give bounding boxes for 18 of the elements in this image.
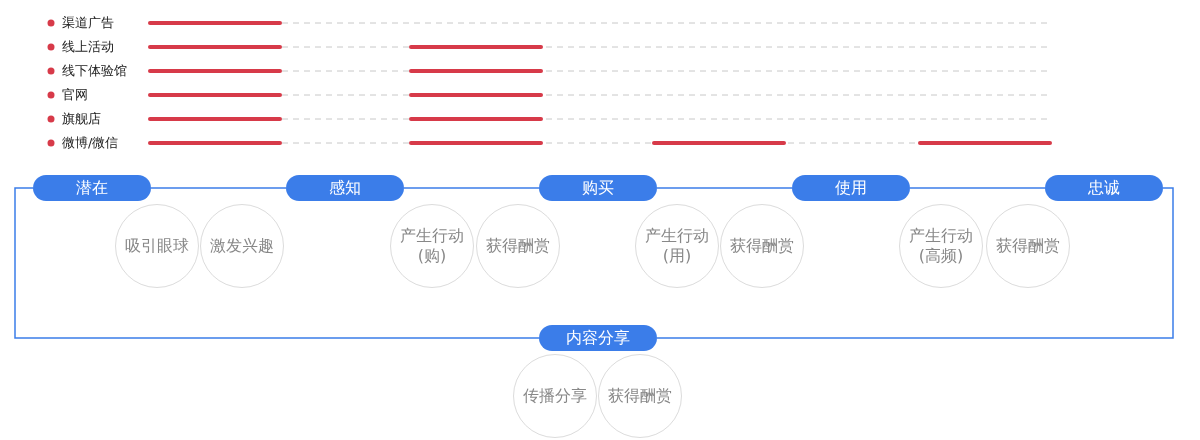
channel-label: 渠道广告	[62, 15, 114, 31]
channel-label: 线下体验馆	[62, 63, 127, 79]
connector-line	[14, 187, 540, 339]
connector-line	[909, 187, 1046, 189]
channel-label: 线上活动	[62, 39, 114, 55]
channel-label: 官网	[62, 87, 88, 103]
channel-label: 旗舰店	[62, 111, 101, 127]
connector-line	[656, 187, 793, 189]
connector-line	[403, 187, 540, 189]
stage-pill: 潜在	[33, 175, 151, 201]
connector-line	[150, 187, 287, 189]
stage-pill: 购买	[539, 175, 657, 201]
stage-pill: 使用	[792, 175, 910, 201]
stage-pill: 忠诚	[1045, 175, 1163, 201]
connector-line	[656, 187, 1174, 339]
channel-label: 微博/微信	[62, 135, 119, 151]
stage-pill: 内容分享	[539, 325, 657, 351]
stage-pill: 感知	[286, 175, 404, 201]
